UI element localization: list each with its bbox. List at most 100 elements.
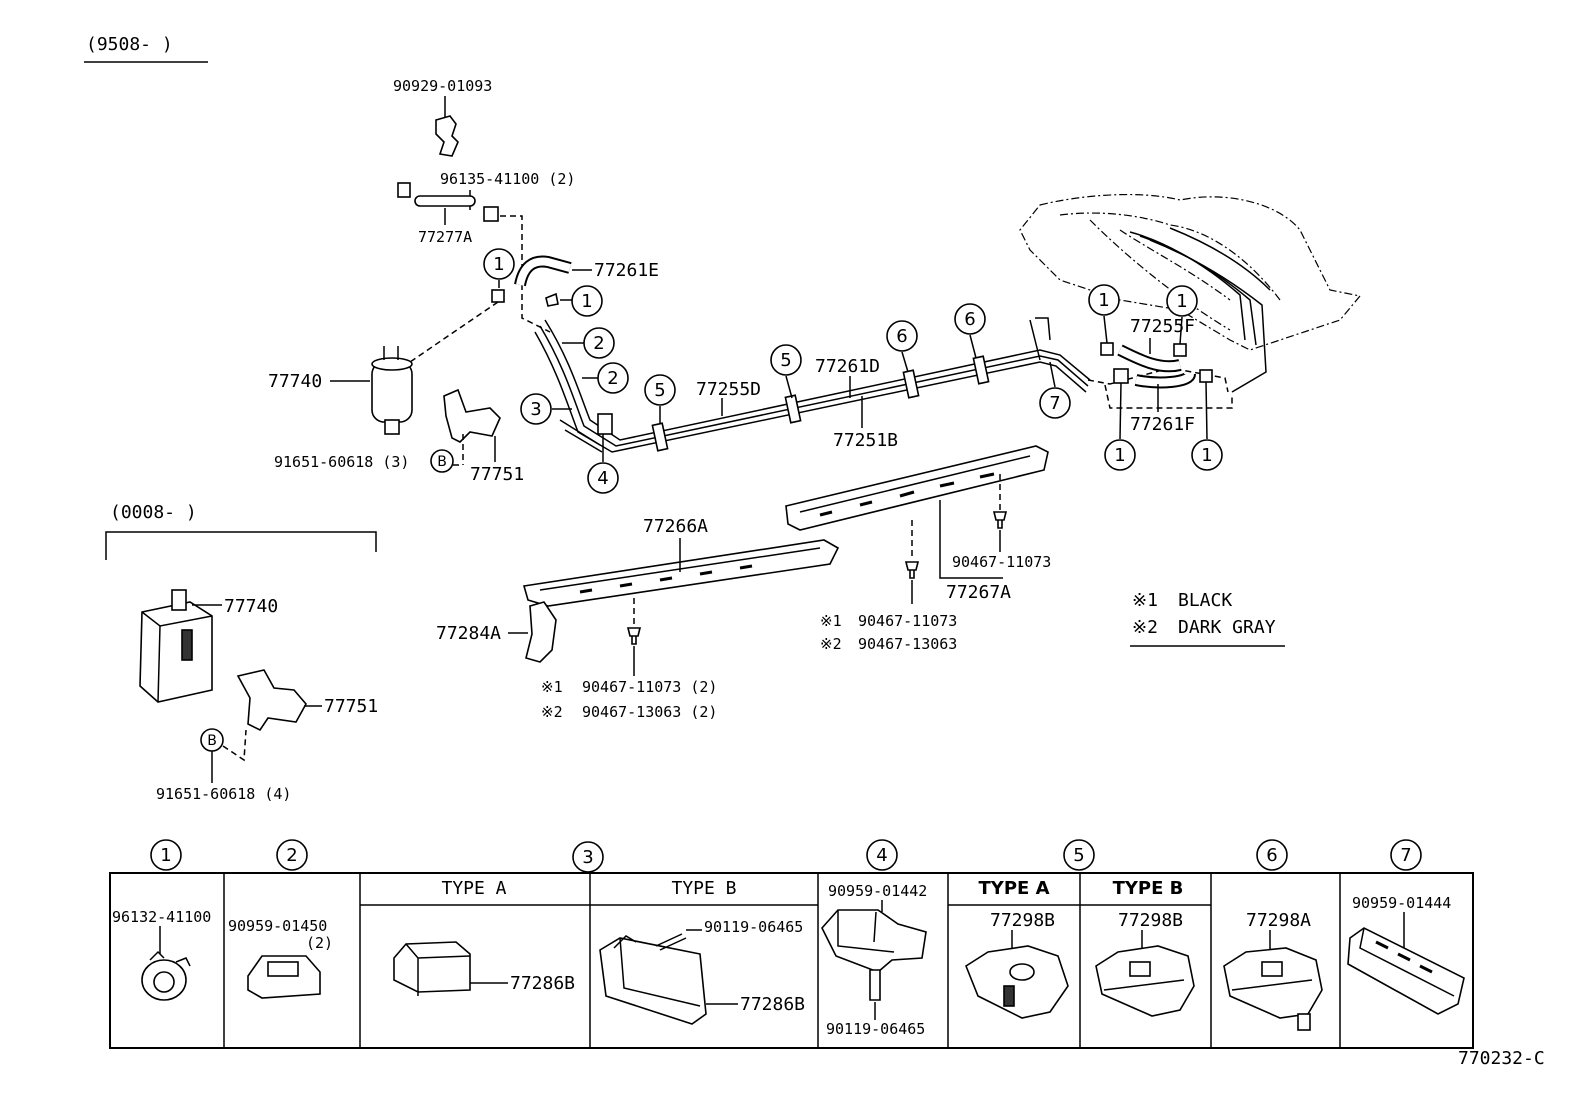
label-77251B: 77251B — [833, 430, 898, 451]
label-90467-11073-2: 90467-11073 (2) — [582, 678, 717, 696]
cell-5-type-a: TYPE A — [979, 878, 1050, 899]
hose-clip — [483, 206, 499, 222]
clamp-77298B-a — [965, 945, 1069, 1019]
label-77255F: 77255F — [1130, 316, 1195, 337]
bracket-77284A — [525, 601, 557, 663]
svg-text:4: 4 — [876, 845, 887, 866]
label-77261D: 77261D — [815, 356, 880, 377]
cell-77286B-a: 77286B — [510, 973, 575, 994]
callout-1: 1 — [571, 285, 603, 317]
table-header-7: 7 — [1390, 839, 1422, 871]
protector-77267A — [785, 445, 1049, 531]
svg-text:5: 5 — [654, 380, 665, 401]
svg-text:1: 1 — [1201, 445, 1212, 466]
fuel-tank-outline — [1019, 193, 1362, 393]
svg-text:6: 6 — [1266, 845, 1277, 866]
clamp-77298B-b — [1095, 945, 1195, 1017]
table-header-6: 6 — [1256, 839, 1288, 871]
mark-1: ※1 — [820, 612, 842, 630]
mark-1: ※1 — [541, 678, 563, 696]
callout-1: 1 — [1166, 285, 1198, 317]
mark-2: ※2 — [820, 635, 842, 653]
cell-90959-01442: 90959-01442 — [828, 882, 927, 900]
label-91651-60618-4: 91651-60618 (4) — [156, 785, 291, 803]
svg-text:5: 5 — [1073, 845, 1084, 866]
label-91651-60618-3: 91651-60618 (3) — [274, 453, 409, 471]
table-header-2: 2 — [276, 839, 308, 871]
table-header-3: 3 — [572, 841, 604, 873]
svg-text:7: 7 — [1049, 393, 1060, 414]
clip-96132-41100 — [141, 950, 191, 1001]
cell-90959-01450: 90959-01450 — [228, 917, 327, 935]
svg-text:B: B — [437, 454, 447, 470]
svg-text:1: 1 — [1176, 291, 1187, 312]
fuel-line-bundle — [534, 319, 1091, 453]
label-77740: 77740 — [268, 371, 322, 392]
clamp-77286B-b — [599, 935, 707, 1025]
canister-77740-alt — [139, 589, 213, 703]
callout-1: 1 — [483, 248, 515, 280]
callout-2: 2 — [583, 327, 615, 359]
label-90467-11073: 90467-11073 — [952, 553, 1051, 571]
callout-4: 4 — [587, 462, 619, 494]
svg-text:3: 3 — [530, 399, 541, 420]
table-header-1: 1 — [150, 839, 182, 871]
label-90467-11073-b: 90467-11073 — [858, 612, 957, 630]
svg-text:6: 6 — [964, 309, 975, 330]
note-dark-gray: DARK GRAY — [1178, 617, 1276, 638]
svg-text:2: 2 — [607, 368, 618, 389]
clamp-90959-01442 — [821, 909, 927, 973]
cell-90119-06465-4: 90119-06465 — [826, 1020, 925, 1038]
svg-text:B: B — [207, 733, 217, 749]
svg-text:2: 2 — [286, 845, 297, 866]
cell-90119-06465-b: 90119-06465 — [704, 918, 803, 936]
label-77751: 77751 — [470, 464, 524, 485]
svg-text:4: 4 — [597, 468, 608, 489]
label-77261E: 77261E — [594, 260, 659, 281]
canister-77740 — [371, 346, 413, 435]
svg-text:5: 5 — [780, 350, 791, 371]
label-77261F: 77261F — [1130, 414, 1195, 435]
label-90929-01093: 90929-01093 — [393, 77, 492, 95]
label-96135-41100: 96135-41100 (2) — [440, 170, 575, 188]
range-alt-label: (0008- ) — [110, 502, 197, 523]
protector-77266A — [522, 539, 840, 607]
callout-5: 5 — [644, 374, 676, 406]
svg-text:1: 1 — [1114, 445, 1125, 466]
label-77255D: 77255D — [696, 379, 761, 400]
cell-77298B-b: 77298B — [1118, 910, 1183, 931]
clamp-table — [109, 872, 1474, 1049]
cell-77298A: 77298A — [1246, 910, 1311, 931]
callout-5: 5 — [770, 344, 802, 376]
clamp-77298A — [1223, 947, 1323, 1031]
callout-1: 1 — [1191, 439, 1223, 471]
range-main-label: (9508- ) — [86, 34, 173, 55]
svg-text:1: 1 — [1098, 290, 1109, 311]
label-77266A: 77266A — [643, 516, 708, 537]
range-alt-bracket — [105, 531, 377, 560]
callout-b: B — [430, 449, 454, 473]
cell-77298B-a: 77298B — [990, 910, 1055, 931]
label-90467-13063-2: 90467-13063 (2) — [582, 703, 717, 721]
label-77740-alt: 77740 — [224, 596, 278, 617]
figure-id: 770232-C — [1458, 1048, 1545, 1069]
table-header-5: 5 — [1063, 839, 1095, 871]
cell-qty-2: (2) — [306, 934, 333, 952]
svg-text:2: 2 — [593, 333, 604, 354]
callout-7: 7 — [1039, 387, 1071, 419]
hose-clip — [397, 182, 411, 198]
clamp-77286B-a — [393, 941, 471, 996]
svg-text:7: 7 — [1400, 845, 1411, 866]
callout-1: 1 — [1104, 439, 1136, 471]
table-header-4: 4 — [866, 839, 898, 871]
svg-text:6: 6 — [896, 326, 907, 347]
mark-2: ※2 — [541, 703, 563, 721]
callout-6: 6 — [886, 320, 918, 352]
bracket-77751 — [443, 388, 501, 443]
mark-2: ※2 — [1132, 617, 1158, 638]
cell-77286B-b: 77286B — [740, 994, 805, 1015]
callout-2: 2 — [597, 362, 629, 394]
cell-3-type-b: TYPE B — [671, 878, 736, 899]
label-77267A: 77267A — [946, 582, 1011, 603]
